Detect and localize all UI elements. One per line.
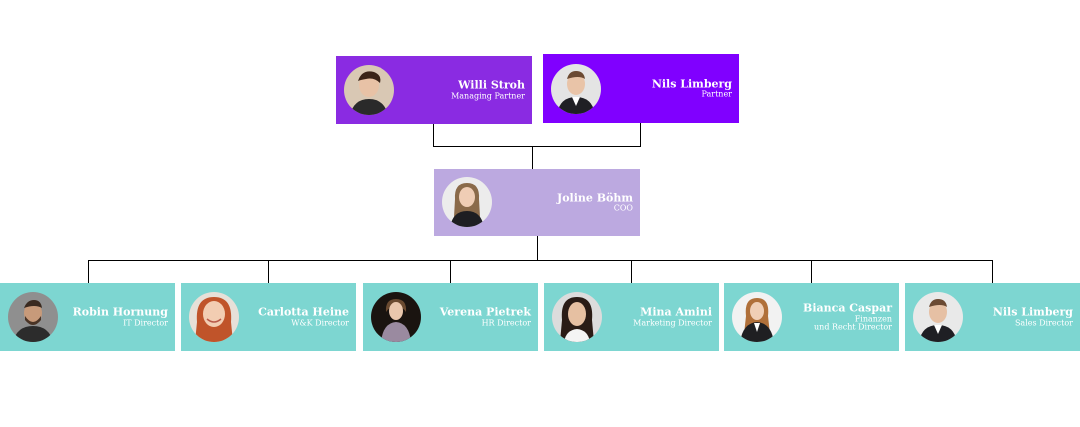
connector-line [88,260,993,261]
card-text: Willi Stroh Managing Partner [451,78,525,101]
person-card[interactable]: Joline Böhm COO [434,169,640,236]
person-role: IT Director [123,318,168,328]
connector-line [450,260,451,283]
card-text: Bianca Caspar Finanzen und Recht Directo… [803,302,892,331]
connector-line [268,260,269,283]
person-card[interactable]: Robin Hornung IT Director [0,283,175,351]
connector-line [433,146,641,147]
person-card[interactable]: Nils Limberg Sales Director [905,283,1080,351]
person-name: Verena Pietrek [439,305,531,319]
person-role: Managing Partner [451,91,525,101]
person-role: HR Director [481,318,531,328]
person-name: Mina Amini [640,305,712,319]
person-name: Robin Hornung [72,305,168,319]
person-card[interactable]: Mina Amini Marketing Director [544,283,719,351]
person-card[interactable]: Verena Pietrek HR Director [363,283,538,351]
person-name: Willi Stroh [458,78,525,92]
card-text: Mina Amini Marketing Director [633,305,712,328]
person-role: Marketing Director [633,318,712,328]
card-text: Verena Pietrek HR Director [439,305,531,328]
connector-line [537,236,538,261]
connector-line [631,260,632,283]
person-name: Joline Böhm [557,191,633,205]
card-text: Nils Limberg Sales Director [992,305,1073,328]
person-name: Carlotta Heine [258,305,349,319]
person-card[interactable]: Willi Stroh Managing Partner [336,56,532,124]
connector-line [532,146,533,169]
woman-portrait-icon [552,292,602,342]
woman-portrait-icon [189,292,239,342]
connector-line [640,123,641,147]
woman-portrait-icon [442,177,492,227]
connector-line [433,124,434,147]
person-role: Sales Director [1014,318,1073,328]
person-name: Nils Limberg [651,77,732,91]
person-role: COO [613,203,633,213]
connector-line [88,260,89,283]
man-portrait-icon [8,292,58,342]
person-role: W&K Director [291,318,349,328]
card-text: Carlotta Heine W&K Director [258,305,349,328]
card-text: Robin Hornung IT Director [72,305,168,328]
card-text: Nils Limberg Partner [652,78,732,99]
man-portrait-icon [913,292,963,342]
person-name: Bianca Caspar [803,301,892,315]
connector-line [992,260,993,283]
card-text: Joline Böhm COO [557,192,633,213]
woman-portrait-icon [371,292,421,342]
person-card[interactable]: Nils Limberg Partner [543,54,739,123]
man-portrait-icon [551,64,601,114]
person-card[interactable]: Bianca Caspar Finanzen und Recht Directo… [724,283,899,351]
person-role: Partner [701,89,732,99]
person-card[interactable]: Carlotta Heine W&K Director [181,283,356,351]
woman-portrait-icon [732,292,782,342]
person-name: Nils Limberg [992,305,1073,319]
man-portrait-icon [344,65,394,115]
person-role: Finanzen und Recht Director [814,313,892,332]
connector-line [811,260,812,283]
